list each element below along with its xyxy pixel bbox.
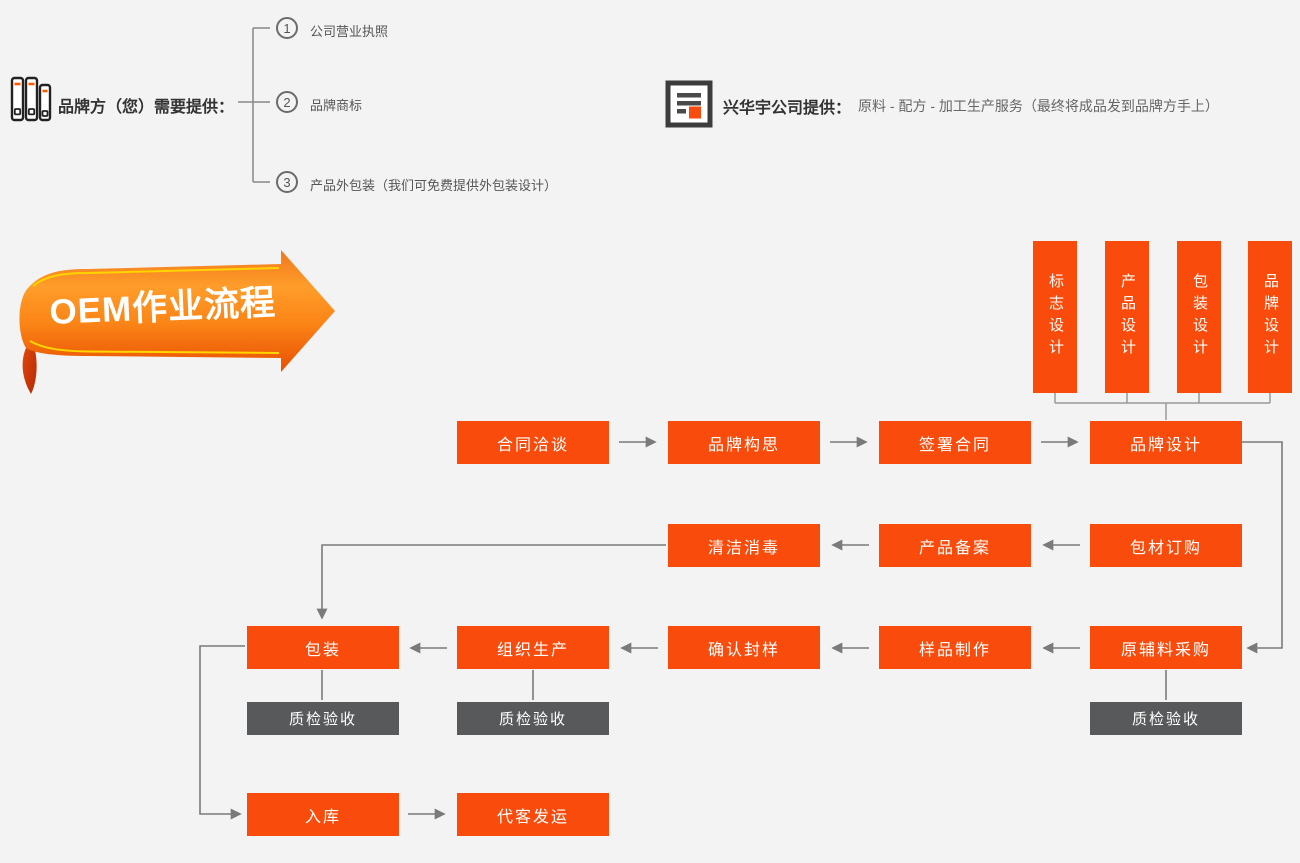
design-bar-product: 产品设计 [1105, 241, 1149, 393]
flow-node-packing: 包装 [247, 626, 399, 669]
item-label-1: 公司营业执照 [310, 24, 389, 39]
item-number-2: 2 [276, 91, 298, 113]
left-panel-title: 品牌方（您）需要提供： [58, 99, 235, 116]
flow-node-packaging-material-order: 包材订购 [1090, 524, 1242, 567]
binders-icon [10, 76, 56, 124]
flow-node-warehousing: 入库 [247, 793, 399, 836]
item-number-1: 1 [276, 17, 298, 39]
flow-node-product-filing: 产品备案 [879, 524, 1031, 567]
item-label-2: 品牌商标 [310, 98, 363, 113]
oem-banner: OEM作业流程 [0, 238, 345, 403]
flow-node-sign-contract: 签署合同 [879, 421, 1031, 464]
qc-node-packing: 质检验收 [247, 702, 399, 735]
flow-node-organize-production: 组织生产 [457, 626, 609, 669]
flow-node-raw-material-procurement: 原辅料采购 [1090, 626, 1242, 669]
flow-node-shipping-for-customer: 代客发运 [457, 793, 609, 836]
banner-fold [22, 348, 37, 394]
flow-node-cleaning-disinfection: 清洁消毒 [668, 524, 820, 567]
flow-node-brand-conception: 品牌构思 [668, 421, 820, 464]
qc-node-production: 质检验收 [457, 702, 609, 735]
banner-band [19, 250, 335, 372]
flow-node-sample-making: 样品制作 [879, 626, 1031, 669]
design-bar-logo: 标志设计 [1033, 241, 1077, 393]
flow-node-brand-design: 品牌设计 [1090, 421, 1242, 464]
design-bar-packaging: 包装设计 [1177, 241, 1221, 393]
design-bar-brand: 品牌设计 [1248, 241, 1292, 393]
item-label-3: 产品外包装（我们可免费提供外包装设计） [310, 178, 558, 193]
qc-node-raw-material: 质检验收 [1090, 702, 1242, 735]
right-panel-title: 兴华宇公司提供： [723, 100, 852, 117]
item-number-3: 3 [276, 171, 298, 193]
flow-node-confirm-sealed-sample: 确认封样 [668, 626, 820, 669]
flow-node-contract-negotiation: 合同洽谈 [457, 421, 609, 464]
right-panel-description: 原料 - 配方 - 加工生产服务（最终将成品发到品牌方手上） [858, 98, 1219, 114]
document-icon [665, 80, 713, 128]
